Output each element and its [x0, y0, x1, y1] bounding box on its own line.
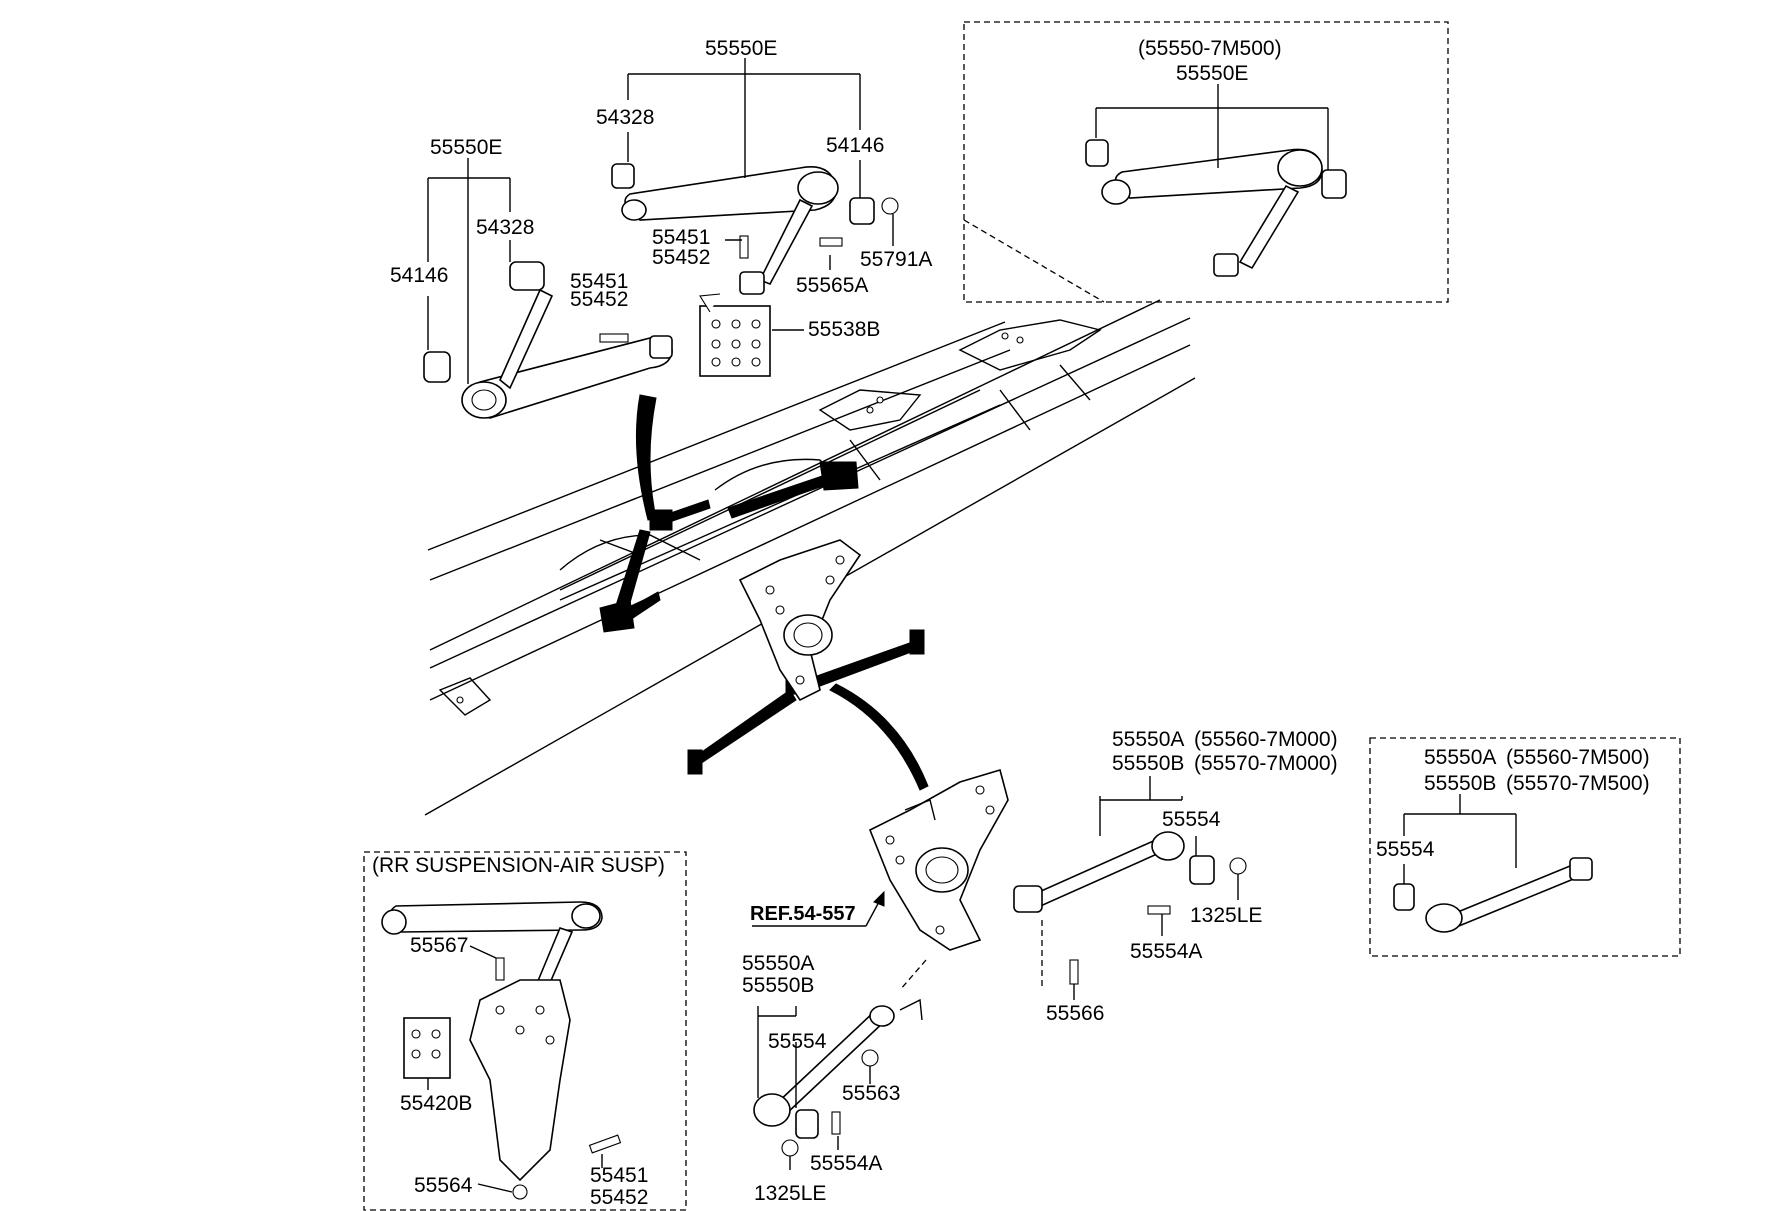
label-box-top-right-code: (55550-7M500) — [1138, 37, 1282, 60]
label-top-left-bolt-a: 55451 — [570, 270, 628, 293]
label-right-mid-bolt-2: 55566 — [1046, 1002, 1104, 1025]
a-arm-icon — [599, 394, 859, 633]
label-top-left-bushing-upper: 54328 — [476, 216, 534, 239]
label-right-mid-main-a-code: (55560-7M000) — [1194, 728, 1338, 751]
box-bottom-left — [363, 851, 687, 1211]
labels: 55550E 54328 54146 55451 55452 55565A 55… — [372, 37, 1650, 1209]
lower-rods-icon — [687, 629, 929, 791]
plate-icon — [403, 1017, 451, 1079]
leader-lines — [427, 58, 1517, 1193]
label-box-right-bushing: 55554 — [1376, 838, 1435, 861]
bushing-icon — [849, 197, 875, 225]
label-top-center-right-bushing: 54146 — [826, 134, 884, 157]
bolt-icon — [819, 237, 843, 247]
label-box-bottom-left-bolt-a: 55451 — [590, 1164, 648, 1187]
bolt-icon — [1069, 959, 1079, 985]
label-top-center-nut: 55791A — [860, 248, 932, 271]
label-bottom-center-bolt: 55554A — [810, 1152, 882, 1175]
bracket-icon-lower — [868, 768, 1009, 951]
bushing-icon — [1189, 855, 1215, 885]
label-bottom-center-nut-2: 55563 — [842, 1082, 900, 1105]
nut-icon — [881, 197, 899, 215]
label-bottom-center-main-b: 55550B — [742, 974, 814, 997]
label-top-left-bolt-b: 55452 — [570, 288, 628, 311]
nut-icon — [861, 1049, 879, 1067]
bolt-icon — [831, 1111, 841, 1135]
bushing-icon — [1213, 253, 1239, 277]
label-right-mid-main-a: 55550A — [1112, 728, 1184, 751]
label-top-left-bushing-lower: 54146 — [390, 264, 448, 287]
bushing-icon — [739, 271, 765, 295]
bushing-icon — [1321, 169, 1347, 199]
label-bottom-center-bushing: 55554 — [768, 1030, 827, 1053]
nut-icon — [781, 1139, 799, 1157]
label-top-center-bolt-2: 55565A — [796, 274, 868, 297]
top-left-assembly — [423, 261, 673, 419]
label-top-center-left-bushing: 54328 — [596, 106, 654, 129]
bottom-center-rod — [753, 998, 923, 1157]
label-right-mid-nut: 1325LE — [1190, 904, 1262, 927]
bushing-icon — [795, 1109, 819, 1139]
bushing-icon — [423, 351, 451, 383]
box-right — [1369, 737, 1681, 957]
label-box-bottom-left-bolt: 55567 — [410, 934, 468, 957]
label-box-bottom-left-bolt-b: 55452 — [590, 1186, 648, 1209]
nut-icon — [1229, 857, 1247, 875]
top-center-assembly — [611, 163, 899, 377]
label-bottom-center-main-a: 55550A — [742, 952, 814, 975]
nut-icon — [512, 1184, 528, 1200]
label-right-mid-bolt: 55554A — [1130, 940, 1202, 963]
label-top-left-main: 55550E — [430, 136, 502, 159]
bushing-icon — [611, 163, 635, 189]
label-box-top-right-main: 55550E — [1176, 62, 1248, 85]
bolt-icon — [495, 957, 505, 981]
label-right-mid-main-b-code: (55570-7M000) — [1194, 752, 1338, 775]
label-right-mid-main-b: 55550B — [1112, 752, 1184, 775]
bushing-icon — [509, 261, 545, 291]
bolt-icon — [599, 333, 629, 343]
label-box-bottom-left-nut: 55564 — [414, 1174, 473, 1197]
label-top-center-bolt-b: 55452 — [652, 246, 710, 269]
bolt-icon — [588, 1134, 622, 1154]
bushing-icon — [1013, 885, 1043, 913]
right-mid-rod — [1013, 831, 1247, 985]
label-top-center-bolt-a: 55451 — [652, 226, 710, 249]
bushing-icon — [1393, 883, 1415, 911]
label-box-bottom-left-plate: 55420B — [400, 1092, 472, 1115]
label-box-right-main-a: 55550A — [1424, 746, 1496, 769]
box-right-rod — [1393, 857, 1593, 933]
label-reference: REF.54-557 — [750, 903, 856, 925]
bolt-icon — [739, 235, 749, 259]
label-bottom-center-nut: 1325LE — [754, 1182, 826, 1205]
label-right-mid-bushing: 55554 — [1162, 808, 1221, 831]
label-box-right-main-b-code: (55570-7M500) — [1506, 772, 1650, 795]
label-top-center-main: 55550E — [705, 37, 777, 60]
label-box-bottom-left-title: (RR SUSPENSION-AIR SUSP) — [372, 854, 665, 877]
top-right-arm — [1085, 139, 1347, 277]
label-box-right-main-a-code: (55560-7M500) — [1506, 746, 1650, 769]
label-top-center-plate: 55538B — [808, 318, 880, 341]
bushing-icon — [649, 335, 673, 359]
label-box-right-main-b: 55550B — [1424, 772, 1496, 795]
bracket-icon — [738, 539, 862, 702]
bolt-icon — [1147, 905, 1171, 915]
bushing-icon — [1085, 139, 1109, 167]
box-top-right — [963, 21, 1449, 303]
box-bottom-left-parts — [381, 901, 622, 1200]
